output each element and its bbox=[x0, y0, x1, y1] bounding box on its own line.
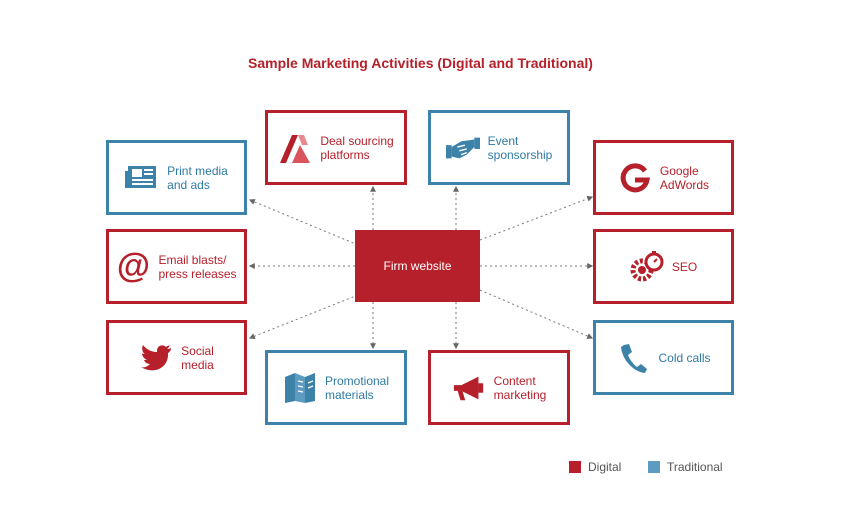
link-social-media bbox=[248, 294, 359, 340]
newspaper-icon bbox=[125, 161, 159, 195]
megaphone-icon bbox=[452, 371, 486, 405]
firm-website-hub: Firm website bbox=[355, 230, 480, 302]
platform-logo-icon bbox=[278, 131, 312, 165]
diagram-title: Sample Marketing Activities (Digital and… bbox=[248, 55, 593, 71]
node-cold-calls: Cold calls bbox=[593, 320, 734, 395]
legend-digital: Digital bbox=[569, 460, 621, 474]
google-g-icon bbox=[618, 161, 652, 195]
gears-stopwatch-icon bbox=[630, 250, 664, 284]
hub-label: Firm website bbox=[383, 259, 452, 273]
node-email-blasts: @ Email blasts/press releases bbox=[106, 229, 247, 304]
node-label: Email blasts/press releases bbox=[158, 252, 237, 281]
node-label: Cold calls bbox=[658, 350, 711, 365]
legend-swatch-traditional bbox=[648, 461, 660, 473]
legend-swatch-digital bbox=[569, 461, 581, 473]
link-google-adwords bbox=[479, 195, 594, 241]
legend-label: Traditional bbox=[667, 460, 723, 474]
phone-icon bbox=[616, 341, 650, 375]
handshake-icon bbox=[445, 131, 480, 165]
legend-traditional: Traditional bbox=[648, 460, 723, 474]
legend-label: Digital bbox=[588, 460, 622, 474]
link-cold-calls bbox=[479, 289, 594, 339]
brochure-icon bbox=[283, 371, 317, 405]
link-print-media bbox=[248, 199, 359, 246]
twitter-bird-icon bbox=[139, 341, 173, 375]
node-label: SEO bbox=[671, 259, 698, 274]
node-seo: SEO bbox=[593, 229, 734, 304]
at-sign-icon: @ bbox=[116, 247, 151, 285]
